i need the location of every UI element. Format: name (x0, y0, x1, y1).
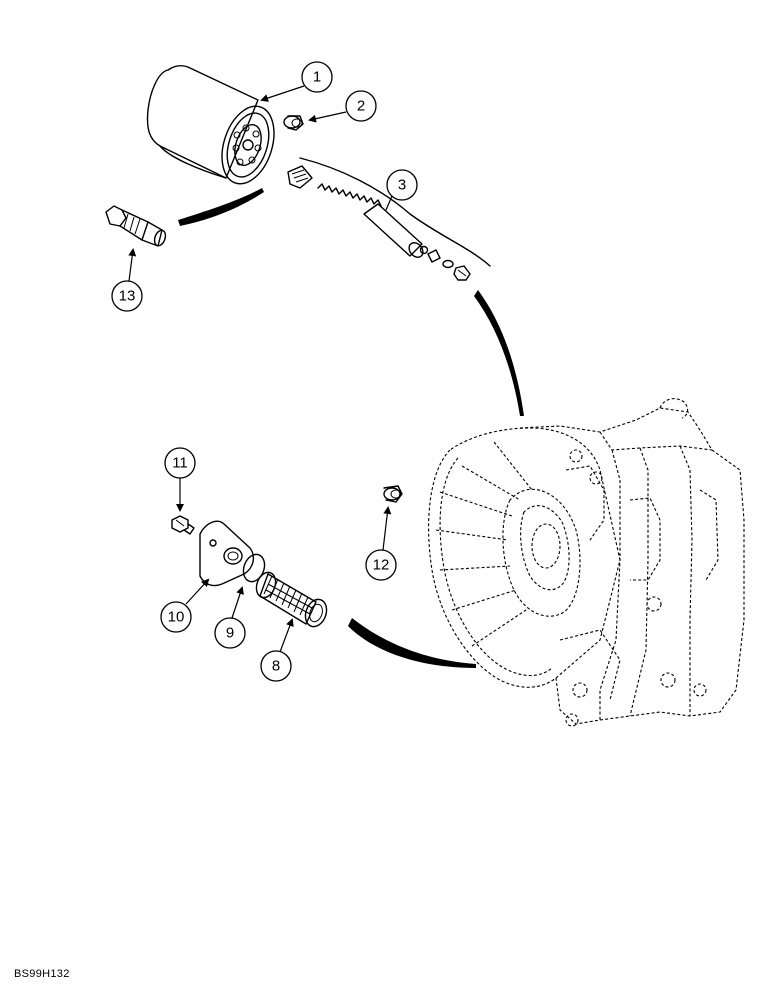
svg-text:3: 3 (398, 177, 406, 194)
figure-code: BS99H132 (14, 968, 70, 980)
svg-text:2: 2 (357, 98, 365, 115)
plug-2 (283, 115, 304, 131)
screen-filter-8 (255, 571, 328, 628)
fitting-13 (105, 205, 167, 247)
callout-1: 1 (260, 61, 333, 102)
callout-11: 11 (164, 447, 196, 512)
o-ring-9 (242, 553, 266, 583)
callout-10: 10 (160, 578, 210, 633)
cover-plate-10 (199, 520, 255, 587)
svg-text:9: 9 (226, 625, 234, 642)
svg-text:8: 8 (272, 658, 280, 675)
svg-text:10: 10 (168, 609, 185, 626)
plug-12 (383, 485, 403, 503)
svg-text:13: 13 (119, 288, 136, 305)
callout-12: 12 (365, 506, 397, 581)
svg-text:11: 11 (172, 455, 188, 472)
filter-cartridge (146, 65, 275, 185)
callout-9: 9 (214, 586, 246, 649)
flow-path-marks (178, 188, 524, 668)
svg-text:1: 1 (313, 69, 321, 86)
transmission-housing (428, 398, 745, 727)
svg-text:12: 12 (373, 557, 390, 574)
callout-13: 13 (111, 248, 143, 312)
callout-3: 3 (385, 169, 418, 211)
bolt-11 (171, 515, 195, 535)
callout-8: 8 (260, 618, 294, 682)
callout-2: 2 (308, 90, 377, 123)
relief-valve-assembly (287, 157, 491, 281)
